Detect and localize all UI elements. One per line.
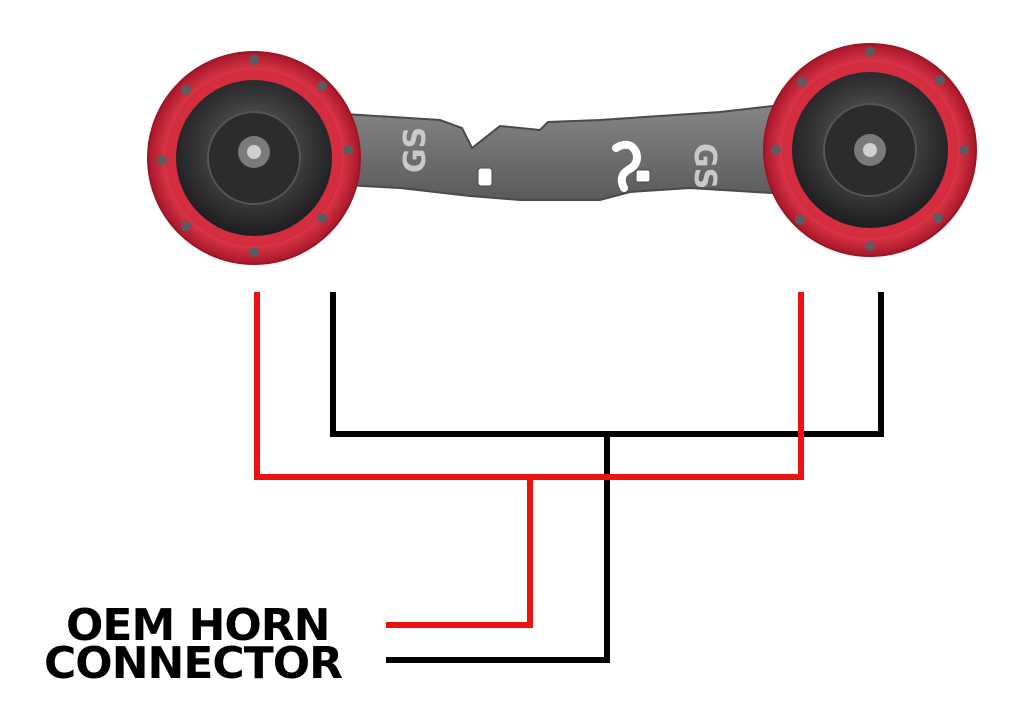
connector-label-line-1: OEM HORN: [66, 600, 330, 651]
left-horn-icon: [147, 51, 361, 265]
right-horn-icon: [763, 43, 977, 257]
bracket-logo-right: GS: [687, 143, 722, 189]
positive-wire: [254, 292, 804, 628]
bracket-logo-left: GS: [398, 127, 433, 173]
ground-wire: [330, 292, 884, 663]
connector-label-line-2: CONNECTOR: [44, 638, 343, 689]
bracket-icon: GS GS: [249, 94, 861, 201]
